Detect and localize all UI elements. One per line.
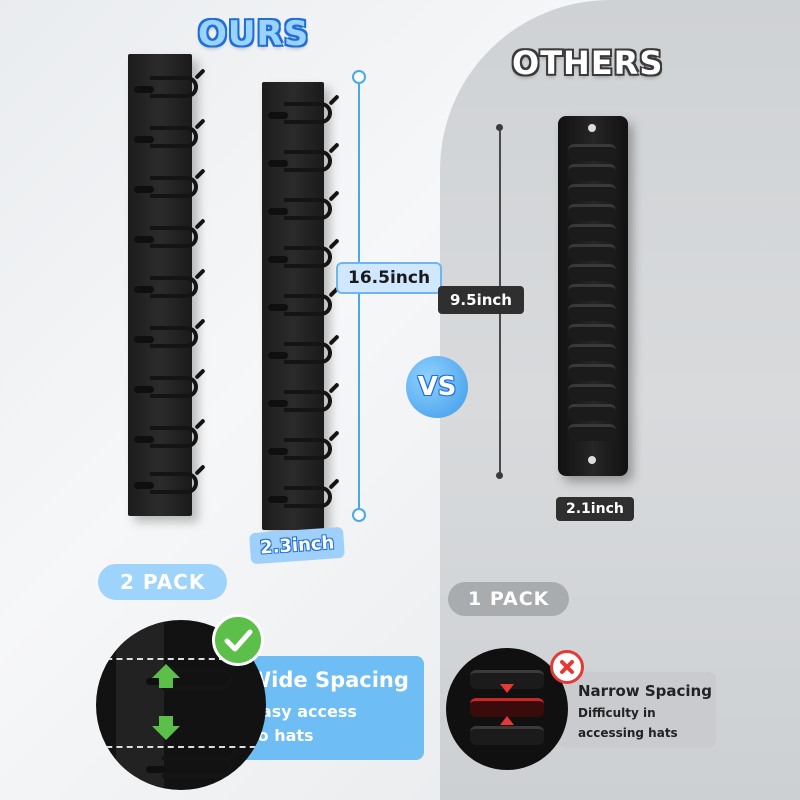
wide-spacing-subtitle-2: to hats bbox=[250, 726, 314, 745]
hook bbox=[268, 486, 332, 508]
arrow-up-stem bbox=[159, 678, 173, 688]
others-pack-badge: 1 PACK bbox=[448, 582, 570, 616]
rack-disc bbox=[568, 284, 616, 301]
narrow-spacing-detail-image bbox=[446, 648, 568, 770]
rack-disc bbox=[568, 264, 616, 281]
others-rack bbox=[558, 116, 628, 476]
rack-disc bbox=[568, 184, 616, 201]
hook bbox=[134, 376, 198, 398]
hook bbox=[146, 756, 232, 778]
hook bbox=[268, 342, 332, 364]
hook bbox=[134, 276, 198, 298]
ours-height-bottom-marker bbox=[352, 508, 366, 522]
others-height-bottom-marker bbox=[496, 472, 503, 479]
hook bbox=[134, 226, 198, 248]
arrow-up-icon bbox=[152, 664, 180, 678]
rack-disc bbox=[568, 144, 616, 161]
rack-disc bbox=[568, 404, 616, 421]
rack-disc bbox=[568, 164, 616, 181]
rack-disc bbox=[568, 224, 616, 241]
rack-disc bbox=[568, 304, 616, 321]
hook bbox=[268, 150, 332, 172]
rack-disc bbox=[568, 424, 616, 441]
others-width-label: 2.1inch bbox=[556, 497, 634, 521]
ours-width-label: 2.3inch bbox=[249, 526, 346, 565]
rack-disc bbox=[568, 244, 616, 261]
hook bbox=[268, 294, 332, 316]
ours-height-line bbox=[358, 84, 360, 508]
rack-disc bbox=[568, 204, 616, 221]
hook bbox=[134, 176, 198, 198]
others-height-top-marker bbox=[496, 124, 503, 131]
ours-title: OURS bbox=[198, 14, 310, 54]
narrow-spacing-subtitle-2: accessing hats bbox=[578, 726, 678, 740]
rack-disc bbox=[568, 344, 616, 361]
hook bbox=[146, 668, 232, 690]
rack-disc bbox=[470, 726, 544, 745]
squeeze-arrow-down-icon bbox=[500, 684, 514, 693]
hook bbox=[134, 126, 198, 148]
ours-rack-1 bbox=[128, 54, 198, 516]
mount-hole-bottom bbox=[588, 456, 596, 464]
spacing-guide-top bbox=[96, 658, 266, 660]
rack-closeup bbox=[116, 620, 164, 790]
vs-badge: VS bbox=[406, 356, 468, 418]
hook bbox=[134, 426, 198, 448]
arrow-down-stem bbox=[159, 716, 173, 726]
wide-spacing-subtitle-1: Easy access bbox=[250, 702, 357, 721]
spacing-guide-bottom bbox=[96, 746, 266, 748]
others-title: OTHERS bbox=[512, 44, 664, 82]
narrow-spacing-subtitle-1: Difficulty in bbox=[578, 706, 656, 720]
wide-spacing-title: Wide Spacing bbox=[248, 668, 409, 692]
mount-hole-top bbox=[588, 124, 596, 132]
rack-disc bbox=[568, 364, 616, 381]
wide-spacing-detail-image bbox=[96, 620, 266, 790]
cross-icon bbox=[550, 650, 584, 684]
hook bbox=[134, 76, 198, 98]
ours-height-label: 16.5inch bbox=[336, 262, 443, 294]
squeeze-arrow-up-icon bbox=[500, 716, 514, 725]
hook bbox=[268, 246, 332, 268]
check-icon bbox=[212, 614, 264, 666]
hook bbox=[268, 102, 332, 124]
arrow-down-icon bbox=[152, 726, 180, 740]
hook bbox=[268, 438, 332, 460]
ours-rack-2 bbox=[262, 82, 332, 530]
ours-height-top-marker bbox=[352, 70, 366, 84]
narrow-spacing-box: Narrow Spacing Difficulty in accessing h… bbox=[558, 672, 716, 748]
hook bbox=[134, 472, 198, 494]
rack-disc bbox=[470, 698, 544, 717]
hook bbox=[134, 326, 198, 348]
hook bbox=[268, 390, 332, 412]
rack-disc bbox=[568, 384, 616, 401]
rack-disc bbox=[568, 324, 616, 341]
narrow-spacing-title: Narrow Spacing bbox=[578, 682, 712, 700]
ours-pack-badge: 2 PACK bbox=[98, 564, 228, 600]
hook bbox=[268, 198, 332, 220]
rack-disc bbox=[470, 670, 544, 689]
others-height-label: 9.5inch bbox=[438, 286, 524, 314]
